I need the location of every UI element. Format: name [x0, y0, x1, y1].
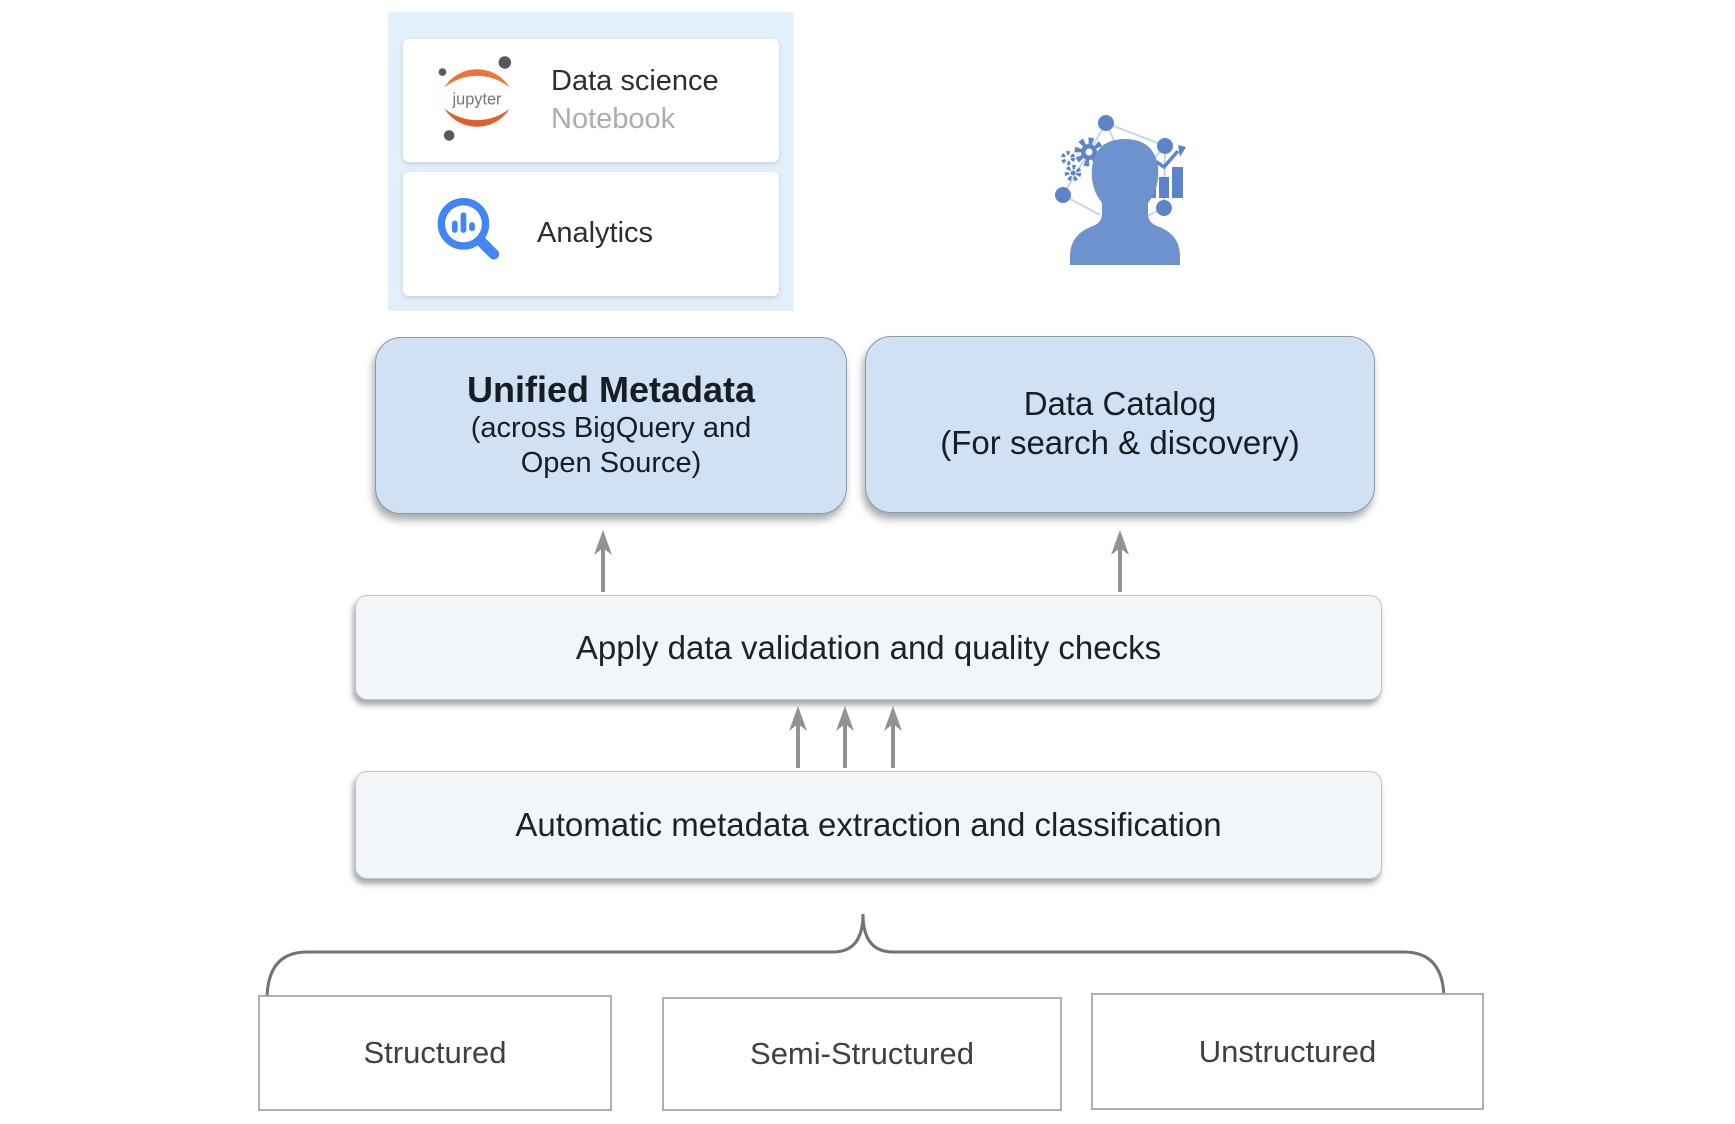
unified-metadata-subtitle-line1: (across BigQuery and — [470, 411, 752, 444]
extraction-label: Automatic metadata extraction and classi… — [515, 806, 1222, 843]
jupyter-wordmark: jupyter — [452, 91, 503, 109]
tool-card-title: Analytics — [537, 217, 654, 250]
up-arrow-extract-1 — [789, 706, 807, 768]
data-catalog-box: Data Catalog (For search & discovery) — [865, 336, 1375, 513]
unstructured-box: Unstructured — [1091, 993, 1484, 1110]
validation-box: Apply data validation and quality checks — [355, 595, 1382, 700]
data-catalog-subtitle: (For search & discovery) — [940, 424, 1300, 462]
data-catalog-title: Data Catalog — [1023, 385, 1217, 423]
extraction-box: Automatic metadata extraction and classi… — [355, 771, 1382, 879]
unified-metadata-title: Unified Metadata — [466, 369, 756, 411]
data-user-icon — [1040, 95, 1210, 265]
unified-metadata-subtitle-line2: Open Source) — [520, 447, 702, 480]
tool-card-subtitle: Notebook — [551, 102, 676, 135]
validation-label: Apply data validation and quality checks — [575, 628, 1162, 666]
up-arrow-to-data-catalog — [1111, 530, 1129, 592]
data-science-card: jupyter Data science Notebook — [403, 39, 779, 162]
analytics-card: Analytics — [403, 172, 779, 296]
unstructured-label: Unstructured — [1198, 1033, 1377, 1069]
structured-box: Structured — [258, 995, 612, 1111]
up-arrow-to-unified-metadata — [594, 530, 612, 592]
jupyter-logo-icon: jupyter — [429, 50, 525, 151]
semi-structured-label: Semi-Structured — [750, 1036, 974, 1071]
up-arrow-extract-3 — [884, 706, 902, 768]
semi-structured-box: Semi-Structured — [662, 997, 1062, 1111]
unified-metadata-box: Unified Metadata (across BigQuery and Op… — [375, 337, 847, 514]
tools-panel: jupyter Data science Notebook — [388, 12, 793, 311]
brace-connector — [265, 913, 1446, 1002]
tool-card-title: Data science — [551, 64, 719, 97]
analytics-magnifier-icon — [429, 191, 511, 278]
up-arrow-extract-2 — [836, 706, 854, 768]
structured-label: Structured — [363, 1035, 507, 1070]
